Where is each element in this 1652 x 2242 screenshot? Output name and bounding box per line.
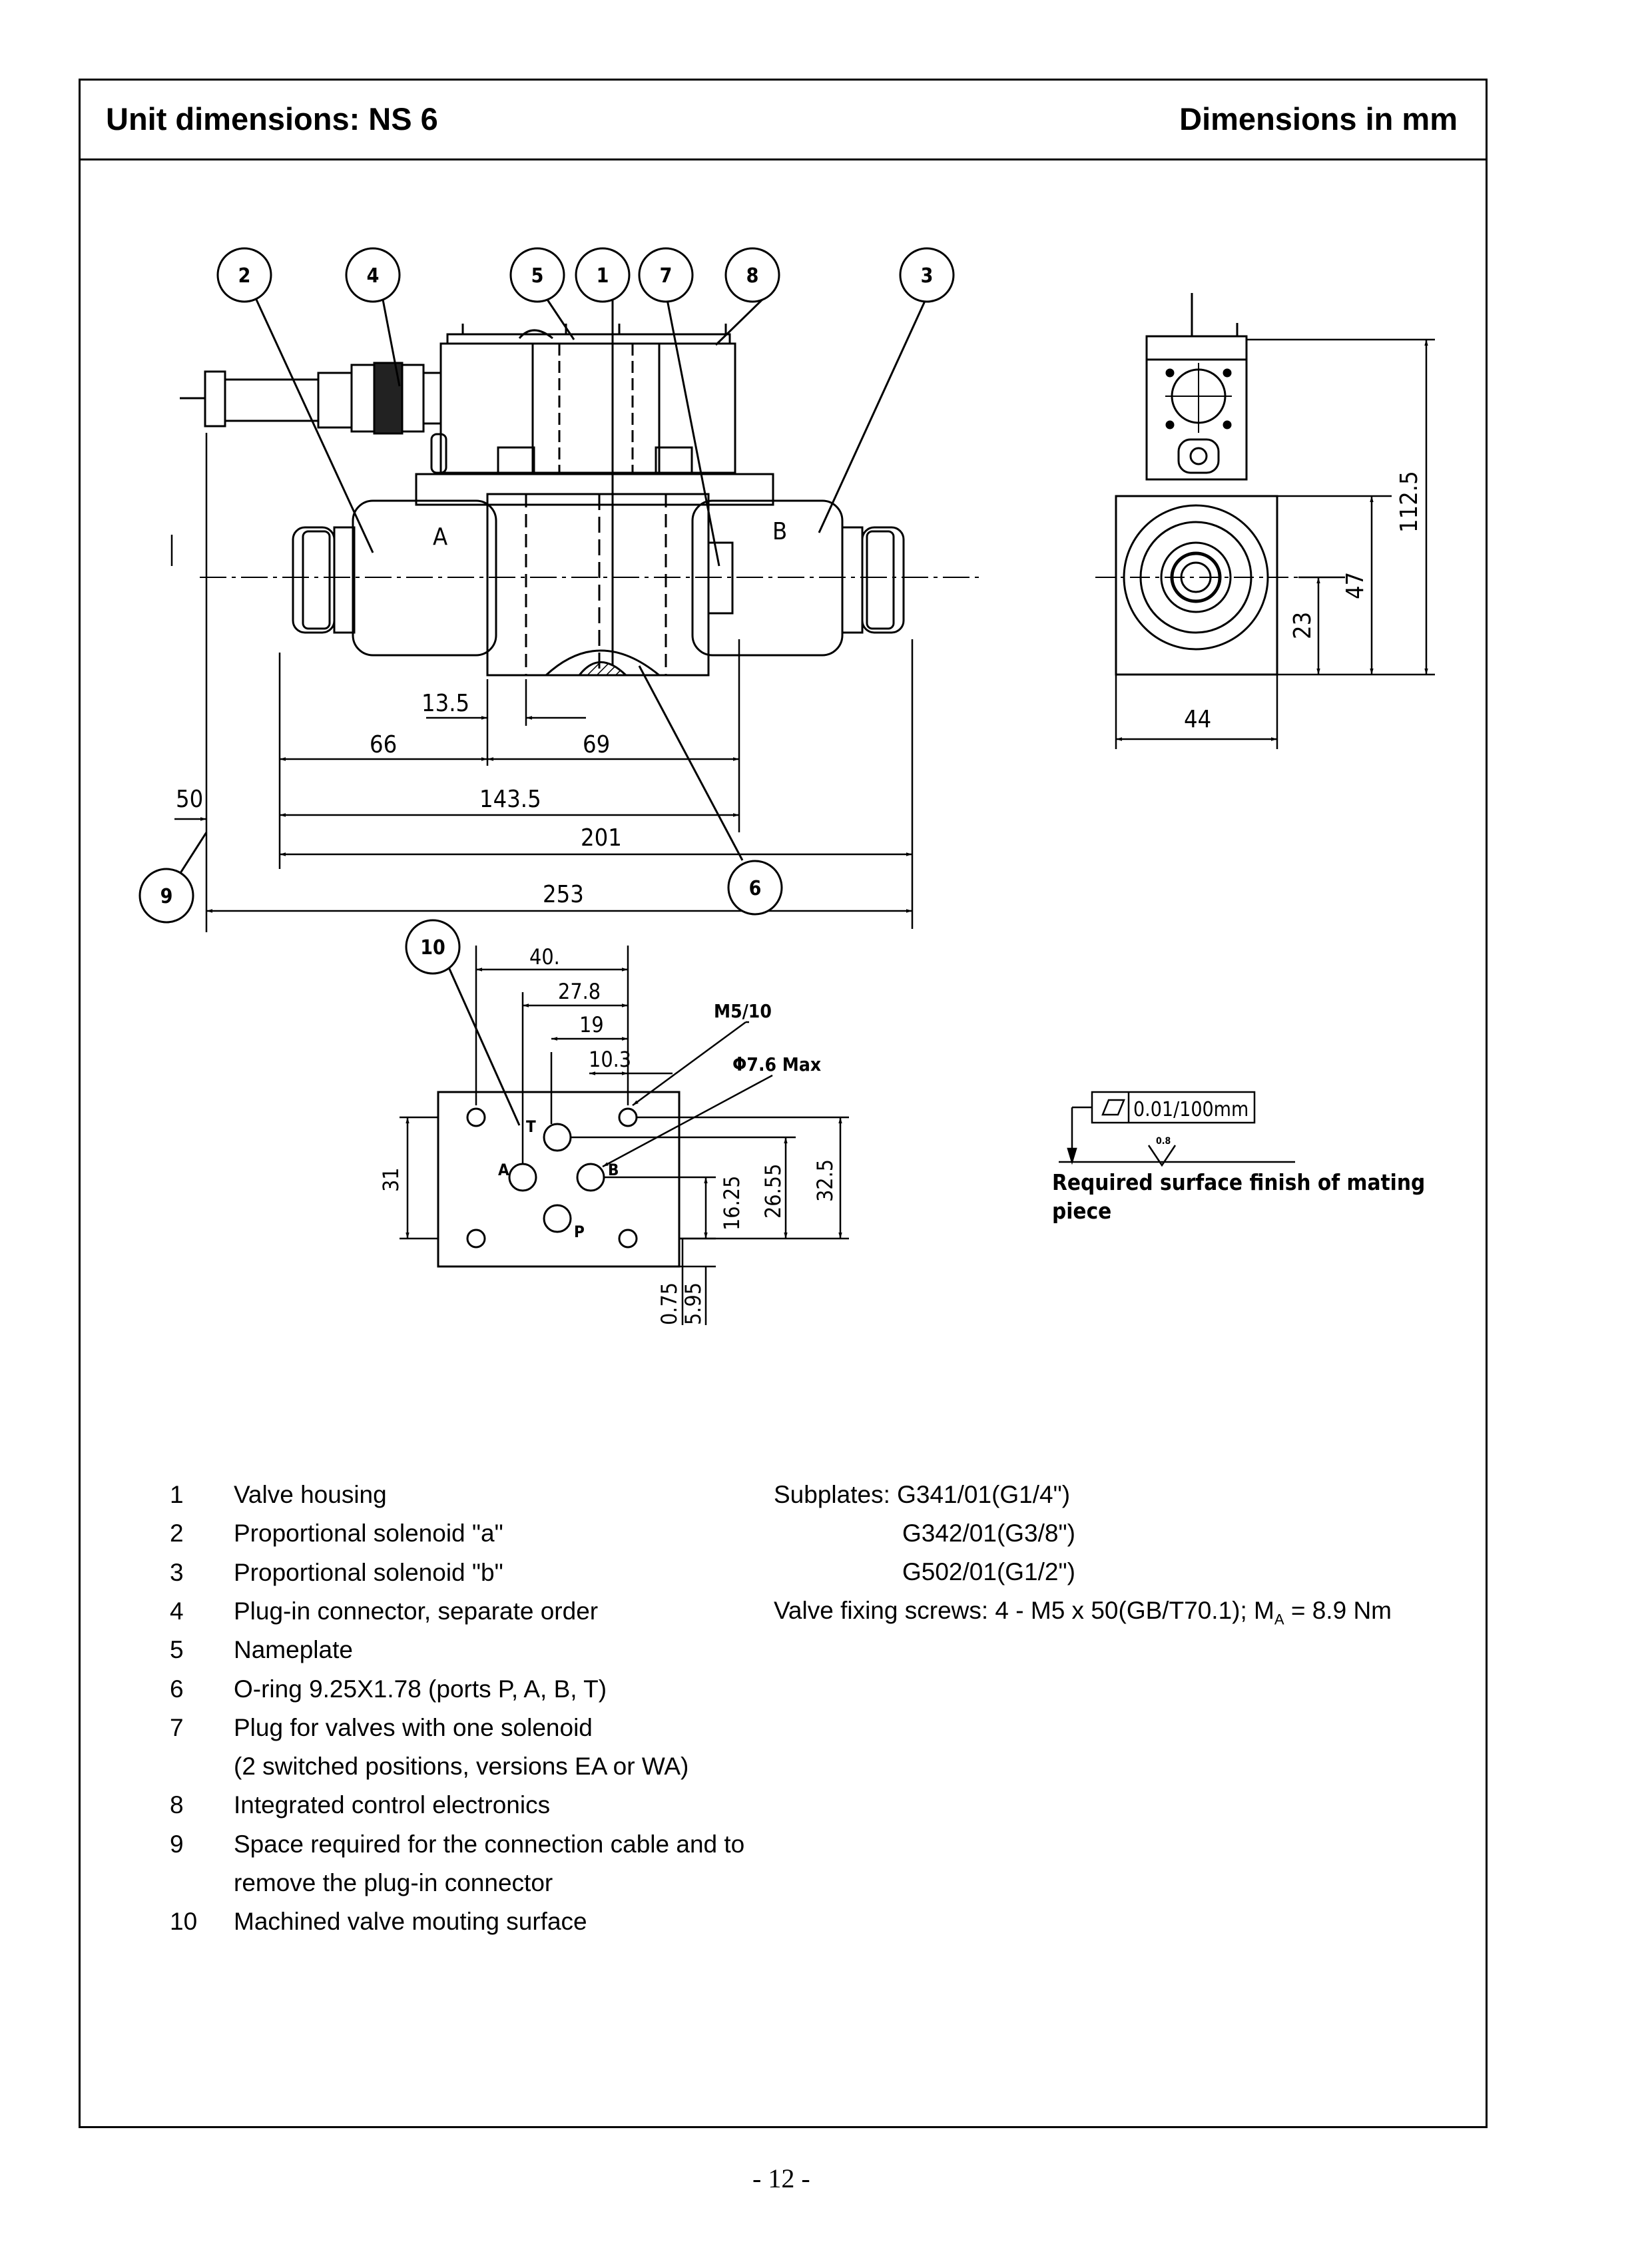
dim-143-5: 143.5	[479, 786, 541, 813]
legend-text: Proportional solenoid "a"	[234, 1520, 503, 1547]
legend-number: 7	[170, 1713, 184, 1741]
dim-201: 201	[581, 824, 622, 852]
legend-text: remove the plug-in connector	[234, 1869, 553, 1896]
dim-m5: M5/10	[714, 1000, 772, 1022]
callout-7: 7	[660, 264, 673, 288]
dim-50: 50	[176, 786, 203, 813]
port-b-small-label: B	[608, 1161, 619, 1179]
dim-27-8: 27.8	[558, 979, 601, 1004]
port-p-label: P	[574, 1223, 585, 1241]
legend-number: 3	[170, 1558, 184, 1586]
dim-26-55: 26.55	[760, 1164, 786, 1219]
dim-32-5: 32.5	[812, 1159, 838, 1202]
legend-number: 1	[170, 1481, 184, 1508]
dim-66: 66	[370, 731, 397, 758]
legend-text: Nameplate	[234, 1636, 353, 1664]
callout-6: 6	[749, 877, 762, 900]
dim-40: 40.	[529, 944, 560, 970]
subplate-3: G502/01(G1/2")	[902, 1558, 1075, 1585]
dim-19: 19	[579, 1012, 604, 1037]
page-title: Unit dimensions: NS 6	[106, 101, 438, 137]
surface-note-line2: piece	[1052, 1198, 1111, 1224]
legend-number: 5	[170, 1636, 184, 1664]
dim-31: 31	[378, 1167, 404, 1192]
dim-0-75: 0.75	[657, 1282, 682, 1325]
port-a-label: A	[433, 523, 447, 551]
legend-number: 4	[170, 1597, 184, 1625]
technical-drawing: A B 13.5 66 69 143.5 201 253 50	[138, 247, 1435, 1325]
dim-112-5: 112.5	[1396, 471, 1423, 533]
legend-text: Integrated control electronics	[234, 1791, 551, 1819]
plug-connector-shape	[180, 362, 442, 435]
dim-5-95: 5.95	[681, 1282, 706, 1325]
legend-number: 10	[170, 1908, 198, 1936]
port-b-label: B	[772, 518, 787, 545]
callout-3: 3	[921, 264, 934, 288]
legend-text: Space required for the connection cable …	[234, 1830, 745, 1858]
fixing-screws: Valve fixing screws: 4 - M5 x 50(GB/T70.…	[774, 1597, 1392, 1628]
legend-text: Machined valve mouting surface	[234, 1908, 587, 1936]
callout-circle	[216, 247, 272, 303]
dim-253: 253	[543, 881, 584, 908]
legend-text: Proportional solenoid "b"	[234, 1558, 503, 1586]
dim-16-25: 16.25	[719, 1176, 744, 1231]
callout-5: 5	[531, 264, 544, 288]
dim-44: 44	[1184, 706, 1211, 733]
page-frame: Unit dimensions: NS 6 Dimensions in mm	[79, 79, 1488, 2128]
legend-number: 8	[170, 1791, 184, 1819]
dim-phi: Φ7.6 Max	[732, 1053, 821, 1075]
legend-number: 9	[170, 1830, 184, 1858]
subplate-1: Subplates: G341/01(G1/4")	[774, 1481, 1071, 1508]
legend-text: O-ring 9.25X1.78 (ports P, A, B, T)	[234, 1675, 607, 1703]
side-dimension-lines	[170, 433, 914, 932]
mounting-dimension-lines	[400, 946, 849, 1325]
end-dimension-lines	[1115, 338, 1435, 749]
dim-23: 23	[1289, 612, 1316, 639]
callout-9: 9	[160, 885, 173, 908]
roughness-value: 0.8	[1156, 1136, 1171, 1147]
dim-13-5: 13.5	[421, 690, 469, 717]
callout-2: 2	[238, 264, 251, 288]
callout-4: 4	[367, 264, 380, 288]
side-view	[180, 324, 905, 677]
legend-text: Plug-in connector, separate order	[234, 1597, 599, 1625]
dim-10-3: 10.3	[589, 1047, 631, 1072]
legend-text: (2 switched positions, versions EA or WA…	[234, 1753, 689, 1781]
flatness-value: 0.01/100mm	[1133, 1098, 1248, 1121]
page-number: - 12 -	[752, 2163, 810, 2193]
end-view	[1115, 293, 1278, 676]
header-bar: Unit dimensions: NS 6 Dimensions in mm	[81, 81, 1486, 160]
callout-10: 10	[420, 936, 445, 960]
legend-number: 2	[170, 1520, 184, 1547]
surface-note-line1: Required surface finish of mating	[1052, 1169, 1425, 1195]
port-a-small-label: A	[498, 1161, 509, 1179]
legend-number: 6	[170, 1675, 184, 1703]
dim-47: 47	[1342, 572, 1369, 599]
dim-69: 69	[583, 731, 610, 758]
flatness-symbol	[1059, 1091, 1295, 1167]
units-note: Dimensions in mm	[1179, 101, 1458, 137]
port-t-label: T	[526, 1117, 536, 1136]
valve-housing-shape	[486, 493, 710, 677]
legend-text: Plug for valves with one solenoid	[234, 1713, 593, 1741]
callout-8: 8	[746, 264, 759, 288]
legend-text: Valve housing	[234, 1481, 387, 1508]
callout-1: 1	[597, 264, 609, 288]
subplate-2: G342/01(G3/8")	[902, 1520, 1075, 1547]
mounting-surface	[437, 1091, 681, 1268]
